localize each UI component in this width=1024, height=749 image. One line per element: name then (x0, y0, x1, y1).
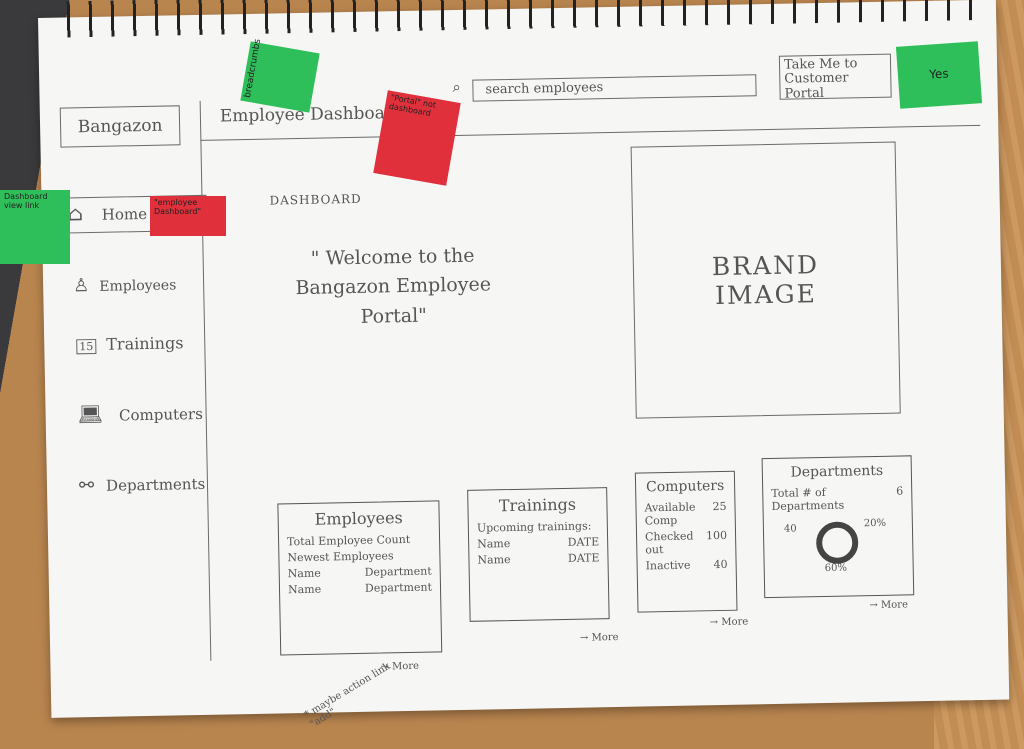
calendar-icon: 15 (76, 338, 97, 355)
sticky-note-breadcrumbs: breadcrumbs (240, 38, 320, 113)
card-title: Employees (314, 508, 403, 529)
donut-chart: 40 20% 60% (772, 513, 905, 576)
sticky-note-yes: Yes (895, 41, 983, 109)
trainings-more-link[interactable]: → More (579, 631, 619, 644)
search-placeholder: search employees (485, 80, 604, 98)
card-row: Name DATE (477, 551, 599, 566)
total-departments-label: Total # of Departments (771, 485, 845, 514)
departments-card[interactable]: Departments Total # of Departments 6 40 2… (761, 455, 915, 599)
card-row: Inactive 40 (646, 558, 728, 573)
sticky-note-dashboard-link: Dashboard view link (0, 190, 70, 264)
row-name: Name (477, 537, 511, 551)
computers-card[interactable]: Computers Available Comp 25 Checked out 10… (634, 470, 738, 613)
card-row: Name Department (288, 581, 432, 597)
sidebar-item-computers[interactable]: 💻︎ Computers (77, 400, 203, 426)
sidebar-item-label: Departments (105, 474, 206, 495)
card-row: Available Comp 25 (644, 500, 726, 528)
col-name: Name (287, 566, 321, 581)
welcome-text: " Welcome to the Bangazon Employee Porta… (295, 244, 492, 328)
search-icon[interactable]: ⌕ (452, 77, 461, 97)
row-label: Checked out (644, 529, 694, 557)
pct-bottom: 60% (824, 562, 848, 574)
sidebar-item-label: Computers (118, 404, 203, 425)
card-row: Name Department (288, 565, 432, 581)
row-value: 100 (705, 528, 728, 543)
pct-left: 40 (783, 523, 797, 535)
sidebar-item-label: Employees (99, 277, 177, 295)
customer-portal-link[interactable]: Take Me to Customer Portal (778, 53, 892, 102)
total-departments-value: 6 (896, 484, 904, 498)
row-value: 40 (713, 557, 728, 572)
newest-employees-label: Newest Employees (287, 549, 394, 565)
laptop-icon: 💻︎ (77, 401, 104, 427)
sticky-note-portal: "Portal" not dashboard (373, 90, 461, 186)
row-name: Name (287, 582, 322, 597)
sidebar-item-employees[interactable]: ♙ Employees (73, 273, 177, 296)
brand-image: BRAND IMAGE (630, 141, 901, 419)
header-divider (200, 124, 981, 141)
computers-more-link[interactable]: → More (709, 616, 749, 629)
row-value: 25 (712, 499, 727, 514)
spiral-binding (57, 0, 979, 38)
sidebar-divider (199, 100, 212, 661)
brand-image-text: BRAND IMAGE (711, 250, 820, 311)
departments-more-link[interactable]: → More (869, 599, 909, 612)
sticky-note-employee-dashboard: "employee Dashboard" (150, 196, 226, 236)
card-line: Upcoming trainings: (477, 519, 599, 534)
brand-logo: Bangazon (59, 105, 181, 148)
sidebar-item-label: Home (101, 204, 148, 224)
portal-link-text: Take Me to Customer Portal (783, 56, 858, 102)
person-icon: ♙ (72, 275, 90, 297)
sidebar-item-trainings[interactable]: 15 Trainings (76, 333, 184, 355)
employees-card[interactable]: Employees Total Employee Count Newest Em… (277, 500, 443, 656)
network-icon: ⚯ (78, 475, 95, 497)
total-employee-count: Total Employee Count (286, 532, 411, 549)
row-label: Available Comp (644, 500, 696, 528)
section-label: DASHBOARD (269, 191, 362, 208)
upcoming-trainings-label: Upcoming trainings: (476, 519, 592, 535)
card-line: Total Employee Count (286, 532, 431, 549)
row-department: Department (364, 580, 433, 595)
card-line: Newest Employees (287, 549, 431, 565)
row-label: Inactive (645, 558, 691, 573)
row-date: DATE (567, 535, 600, 549)
sketch-paper: Bangazon Employee Dashboard ⌕ search emp… (38, 0, 1010, 730)
card-row: Total # of Departments 6 (771, 484, 903, 513)
pct-right: 20% (863, 517, 887, 530)
sidebar-item-departments[interactable]: ⚯ Departments (79, 473, 206, 496)
row-name: Name (477, 553, 511, 567)
donut-svg (816, 521, 859, 564)
card-row: Name DATE (477, 535, 599, 550)
row-date: DATE (567, 551, 600, 565)
brand-text: Bangazon (77, 115, 163, 138)
sidebar-item-label: Trainings (106, 333, 184, 354)
card-row: Checked out 100 (645, 529, 727, 557)
card-title: Trainings (498, 494, 577, 516)
col-department: Department (364, 564, 432, 579)
page-title: Employee Dashboard (219, 102, 405, 127)
card-title: Departments (790, 462, 884, 481)
search-input[interactable]: search employees (472, 74, 757, 102)
card-title: Computers (645, 477, 725, 496)
